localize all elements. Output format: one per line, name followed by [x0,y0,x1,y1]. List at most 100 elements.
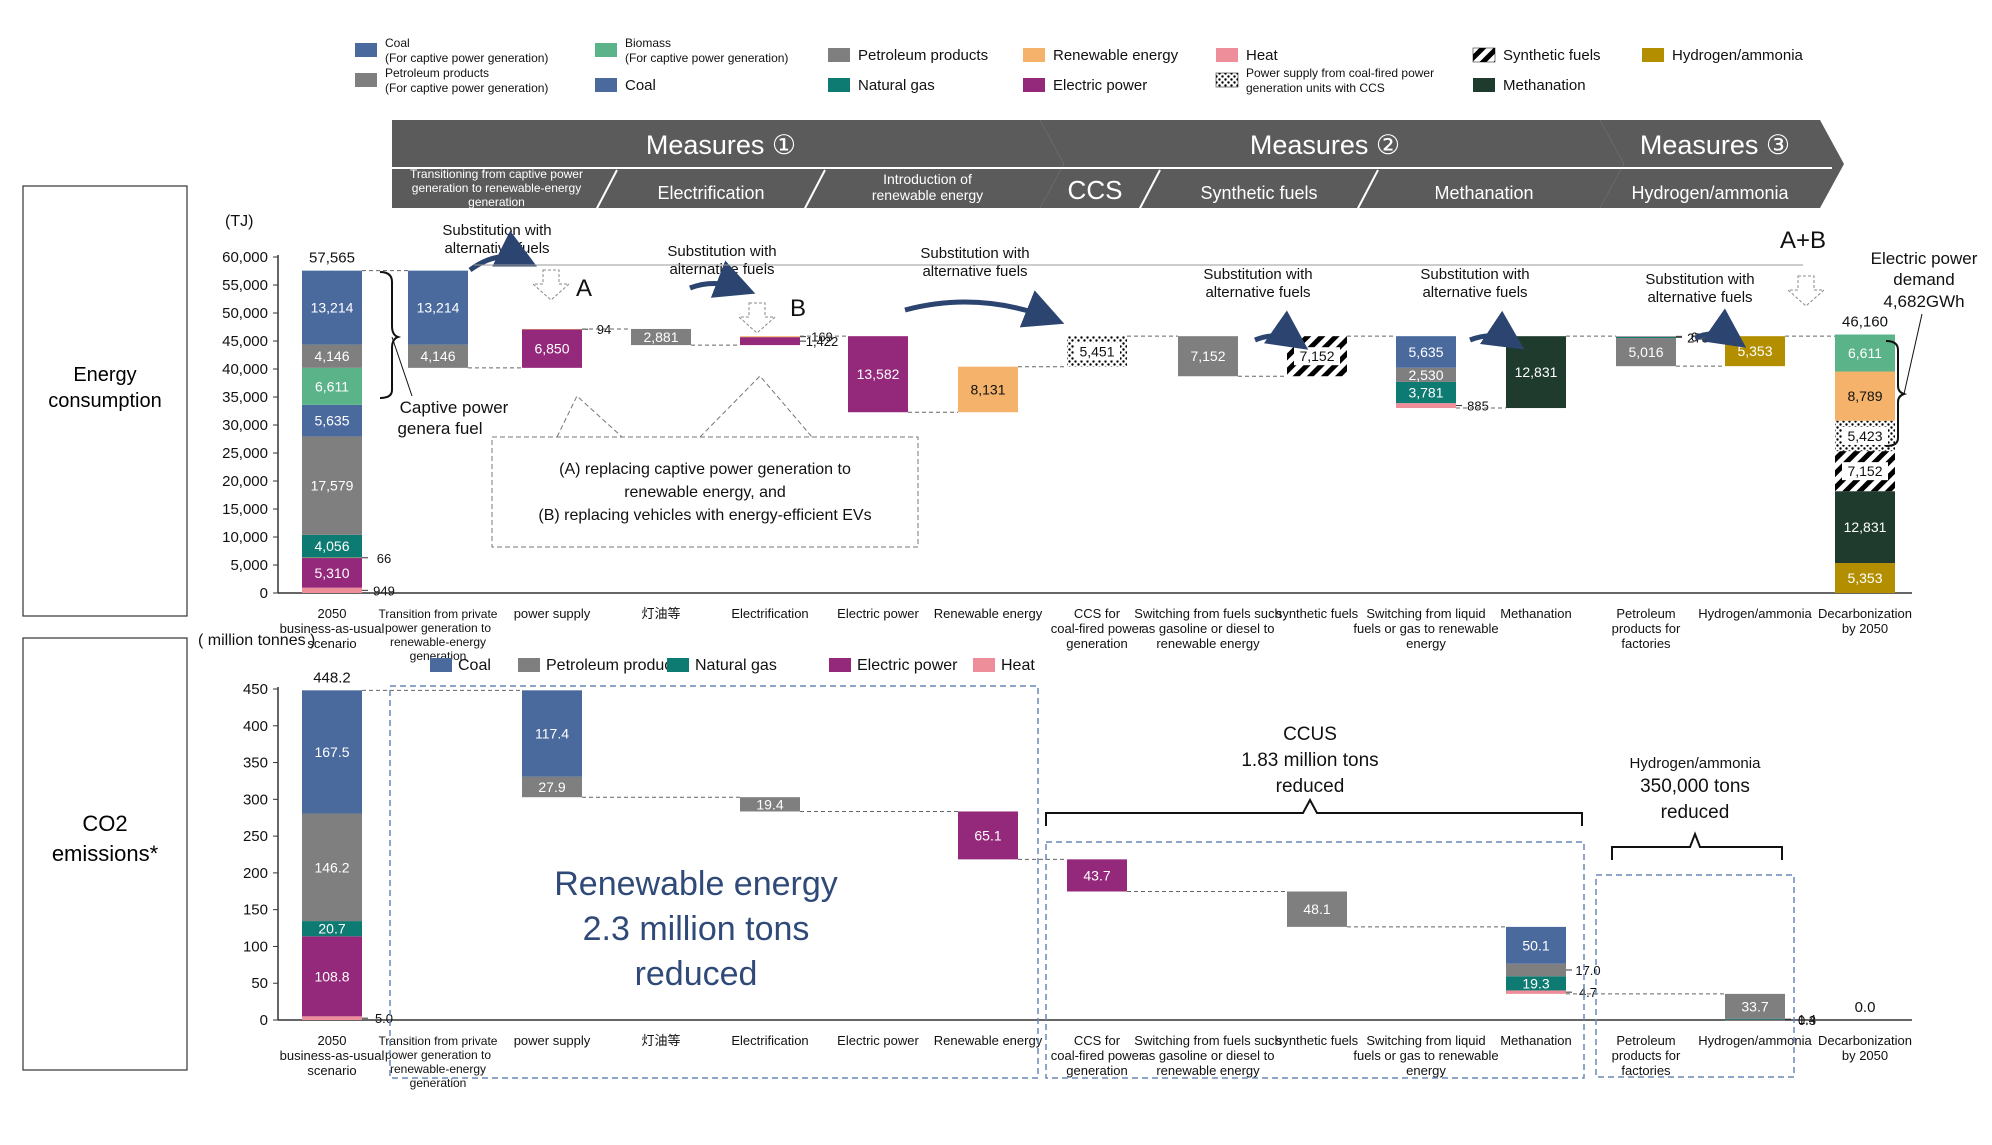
y-tick-label: 200 [243,865,268,882]
legend-swatch [355,43,377,57]
bar-segment [302,436,362,535]
total-label-end: 46,160 [1842,314,1888,331]
y-tick-label: 300 [243,791,268,808]
y-tick-label: 20,000 [222,473,268,490]
bar-value-label: 65.1 [974,827,1001,843]
measure-sub-divider [802,169,826,213]
substitution-label: Substitution with [442,222,551,239]
x-tick-label: Switching from liquid [1366,606,1485,621]
x-tick-label: Renewable energy [934,1033,1043,1048]
x-tick-label: generation [410,1076,467,1090]
legend-swatch [828,78,850,92]
co2-legend-label: Petroleum products [546,657,685,674]
callout-text: (B) replacing vehicles with energy-effic… [538,507,871,524]
renew-note: Renewable energy [554,865,838,903]
bar-segment [1396,367,1456,382]
h2-note: reduced [1661,802,1730,823]
substitution-label: alternative fuels [922,263,1027,280]
y-tick-label: 40,000 [222,361,268,378]
bar-value-label: 6,611 [315,378,349,394]
legend-label: Coal [625,77,656,94]
bar-value-label: 6,611 [1848,345,1882,361]
bar-segment [302,557,362,588]
bar-value-label: 8,131 [970,381,1005,397]
bar-segment [522,776,582,798]
co2-legend-swatch [430,658,452,672]
ccus-note: CCUS [1283,724,1337,745]
bar-segment [302,587,362,593]
x-tick-label: 灯油等 [641,1033,680,1048]
bar-segment [1835,491,1895,564]
bar-segment [1506,963,1566,977]
y-tick-label: 350 [243,755,268,772]
x-tick-label: factories [1621,1063,1671,1078]
x-tick-label: renewable-energy [390,635,486,649]
bar-segment [1725,1019,1785,1021]
x-tick-label: Renewable energy [934,606,1043,621]
x-tick-label: Methanation [1500,1033,1572,1048]
bar-segment [302,557,362,559]
legend-swatch [1216,48,1238,62]
x-tick-label: generation [1066,636,1127,651]
measure-title: Measures ② [1250,130,1400,160]
bar-segment [740,337,800,346]
renew-note: 2.3 million tons [583,910,810,948]
co2-legend-label: Electric power [857,657,958,674]
measure-subtitle: Electrification [657,183,764,203]
x-tick-label: power supply [514,1033,591,1048]
bar-segment [302,921,362,937]
x-tick-label: as gasoline or diesel to [1142,1048,1275,1063]
legend-label: Natural gas [858,77,935,94]
x-tick-label: Petroleum [1616,1033,1675,1048]
bar-segment [848,336,908,413]
bar-value-label: 4,056 [314,538,349,554]
co2-row-box [22,637,188,1071]
measure-subtitle: Synthetic fuels [1200,183,1317,203]
bar-segment [522,328,582,330]
label-bg [1842,462,1888,481]
y-tick-label: 30,000 [222,417,268,434]
substitution-label: Substitution with [1420,266,1529,283]
substitution-arrow [1254,310,1309,350]
down-arrow-icon [531,269,571,301]
x-tick-label: fuels or gas to renewable [1353,621,1498,636]
bar-segment [1835,563,1895,593]
bar-segment [1506,976,1566,991]
y-tick-label: 0 [260,585,268,602]
measure-subtitle: Introduction of [883,171,972,187]
bar-segment [1725,1018,1785,1020]
measure-subtitle: generation [468,195,525,209]
bar-segment [631,328,691,346]
y-tick-label: 100 [243,938,268,955]
bar-value-label: 5,635 [1408,344,1443,360]
co2-legend-swatch [667,658,689,672]
x-tick-label: Hydrogen/ammonia [1698,1033,1812,1048]
x-tick-label: Switching from liquid [1366,1033,1485,1048]
x-tick-label: by 2050 [1842,1048,1888,1063]
x-tick-label: Transition from private [379,607,498,621]
bar-value-label: 949 [373,583,395,598]
bar-value-label: 5.0 [375,1011,393,1026]
legend-swatch [1023,48,1045,62]
co2-legend-swatch [973,658,995,672]
x-tick-label: synthetic fuels [1276,606,1359,621]
measure-banner-shape [1600,120,1844,208]
bar-segment [1835,334,1895,372]
y-tick-label: 50 [251,975,268,992]
electric-leader [1903,313,1923,395]
substitution-label: alternative fuels [1205,284,1310,301]
captive-brace [379,271,402,399]
bar-value-label: 1.4 [1798,1012,1816,1027]
legend-label: Power supply from coal-fired power [1246,66,1434,80]
down-arrow-icon [737,302,777,334]
x-tick-label: CCS for [1074,606,1121,621]
x-tick-label: power supply [514,606,591,621]
x-tick-label: CCS for [1074,1033,1121,1048]
electric-demand-label: demand [1893,270,1954,289]
bar-segment [1506,990,1566,994]
measure-banner-shape [392,120,1064,208]
x-tick-label: coal-fired power [1051,621,1144,636]
bar-value-label: 0.3 [1798,1013,1816,1028]
